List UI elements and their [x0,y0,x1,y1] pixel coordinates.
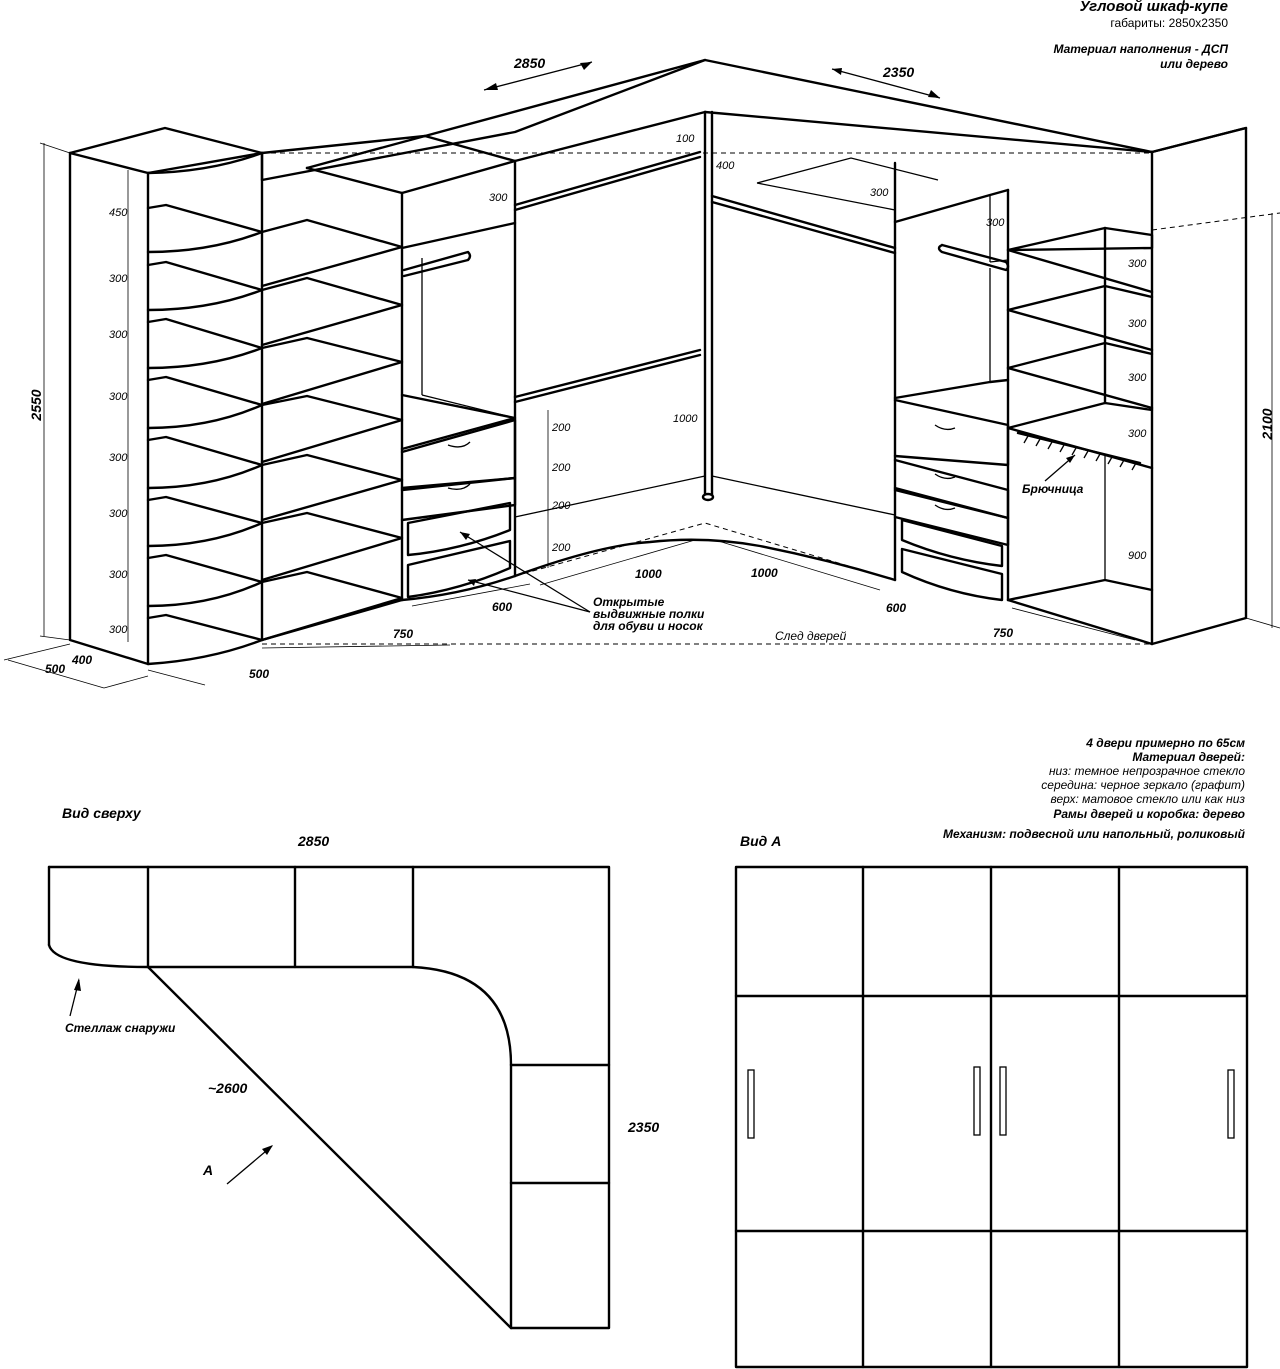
door-handle [973,1066,981,1136]
shoe-shelves-line3: для обуви и носок [593,619,704,633]
top-view-arrow-label: A [202,1162,213,1178]
right-shelf-dims: 300 300 300 300 [1128,258,1147,440]
svg-text:300: 300 [109,452,128,464]
dim-depth-top: 2350 [882,64,914,80]
svg-text:300: 300 [1128,258,1147,270]
svg-text:300: 300 [109,508,128,520]
floor-600-b: 600 [886,601,906,615]
dim-900: 900 [1128,550,1147,562]
svg-text:200: 200 [551,422,571,434]
svg-text:200: 200 [551,462,571,474]
door-handle [1227,1069,1235,1139]
door-trace-label: След дверей [775,629,847,643]
base-500-b: 500 [249,667,269,681]
trouser-rack-label: Брючница [1022,482,1084,496]
top-view: Вид сверху 2850 2350 ~2600 A Стеллаж сна… [47,805,659,1330]
left-section-shelves [260,218,404,642]
dim-height-right: 2100 [1259,408,1275,440]
top-view-diagonal: ~2600 [208,1080,248,1096]
left-shelf-dims: 450 300 300 300 300 300 300 300 [109,207,128,636]
door-handle [999,1066,1007,1136]
base-500-a: 500 [45,662,65,676]
svg-text:середина: черное зеркало (граф: середина: черное зеркало (графит) [1041,778,1245,792]
svg-text:300: 300 [109,569,128,581]
svg-text:300: 300 [109,329,128,341]
svg-text:верх: матовое стекло или как н: верх: матовое стекло или как низ [1051,792,1246,806]
floor-1000-a: 1000 [635,567,662,581]
svg-text:300: 300 [109,624,128,636]
drawer-dims: 200 200 200 200 [551,422,571,554]
perspective-view: 2850 2350 2550 2100 450 300 300 300 300 … [3,55,1280,689]
svg-text:300: 300 [109,391,128,403]
svg-text:450: 450 [109,207,128,219]
dim-height-total: 2550 [28,389,44,421]
base-400: 400 [71,653,92,667]
dim-300-c: 300 [986,217,1005,229]
dim-300-a: 300 [489,192,508,204]
svg-text:200: 200 [551,542,571,554]
floor-750-a: 750 [393,627,413,641]
right-section-shelves [1006,226,1154,602]
title: Угловой шкаф-купе [1080,0,1228,15]
shoe-shelves-line2: выдвижные полки [593,607,705,621]
outer-rack-label: Стеллаж снаружи [65,1021,176,1035]
svg-text:300: 300 [1128,318,1147,330]
left-open-shelves [146,203,264,642]
dim-100: 100 [676,133,695,145]
dim-400: 400 [716,160,735,172]
top-view-title: Вид сверху [62,805,142,821]
dim-width-top: 2850 [513,55,545,71]
svg-text:Механизм: подвесной или наполь: Механизм: подвесной или напольный, ролик… [943,827,1246,841]
shoe-shelves-line1: Открытые [593,595,665,609]
svg-text:300: 300 [1128,372,1147,384]
top-view-width: 2850 [297,833,329,849]
dim-300-b: 300 [870,187,889,199]
svg-text:Материал дверей:: Материал дверей: [1132,750,1245,764]
svg-text:200: 200 [551,500,571,512]
view-a: Вид А [734,833,1249,1369]
floor-750-b: 750 [993,626,1013,640]
trouser-rack [1016,431,1142,471]
overall-size: габариты: 2850x2350 [1110,16,1228,30]
svg-text:4 двери примерно по 65см: 4 двери примерно по 65см [1085,736,1245,750]
svg-text:300: 300 [109,273,128,285]
top-view-depth: 2350 [627,1119,659,1135]
svg-text:Рамы дверей и коробка: дерево: Рамы дверей и коробка: дерево [1053,807,1245,821]
material-line2: или дерево [1160,57,1228,71]
door-handle [747,1069,755,1139]
door-notes: 4 двери примерно по 65см Материал дверей… [943,736,1246,841]
svg-text:низ: темное непрозрачное стекл: низ: темное непрозрачное стекло [1049,764,1245,778]
floor-600-a: 600 [492,600,512,614]
view-a-title: Вид А [740,833,781,849]
floor-1000-b: 1000 [751,566,778,580]
material-line1: Материал наполнения - ДСП [1053,42,1228,56]
svg-text:300: 300 [1128,428,1147,440]
dim-rod-1000: 1000 [673,413,698,425]
